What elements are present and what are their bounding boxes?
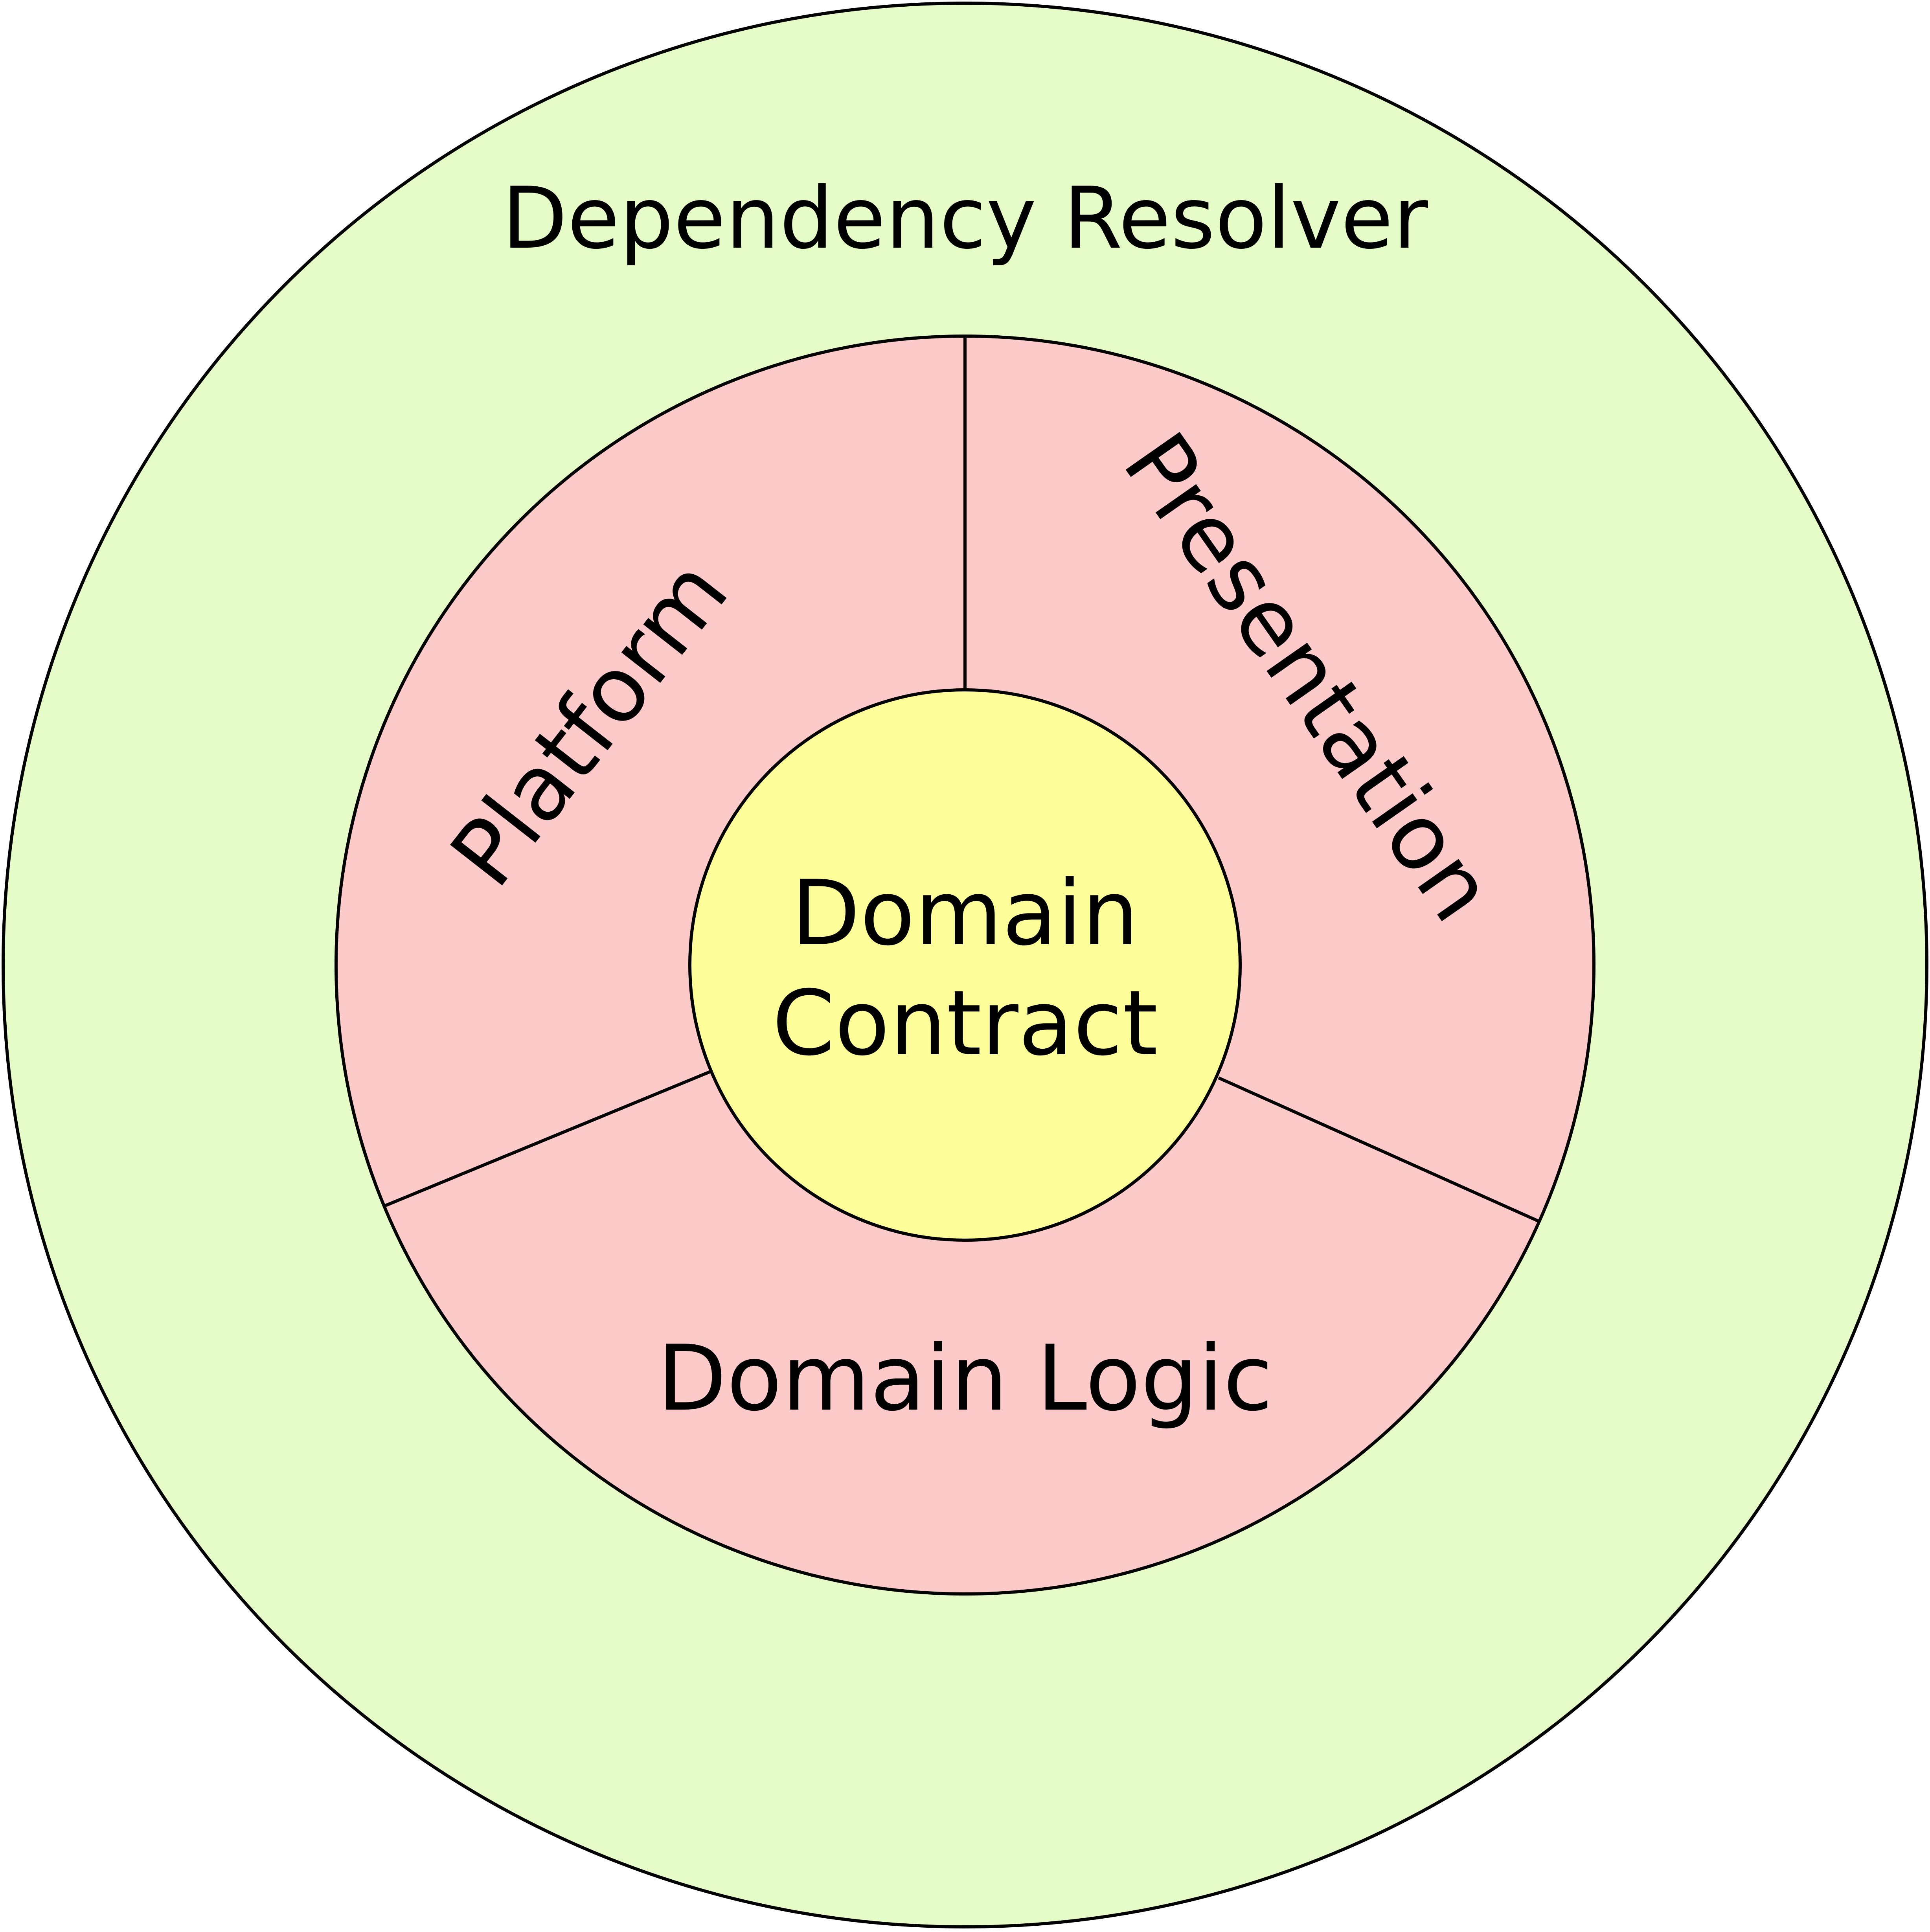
dependency-resolver-label: Dependency Resolver [502, 169, 1428, 268]
domain-contract-label-line2: Contract [772, 971, 1158, 1075]
divider-lower-right [1218, 1076, 1540, 1223]
domain-logic-label: Domain Logic [657, 1326, 1273, 1431]
divider-lower-left [384, 1070, 712, 1208]
domain-contract-core [688, 688, 1242, 1242]
domain-contract-label-line1: Domain [791, 861, 1139, 965]
